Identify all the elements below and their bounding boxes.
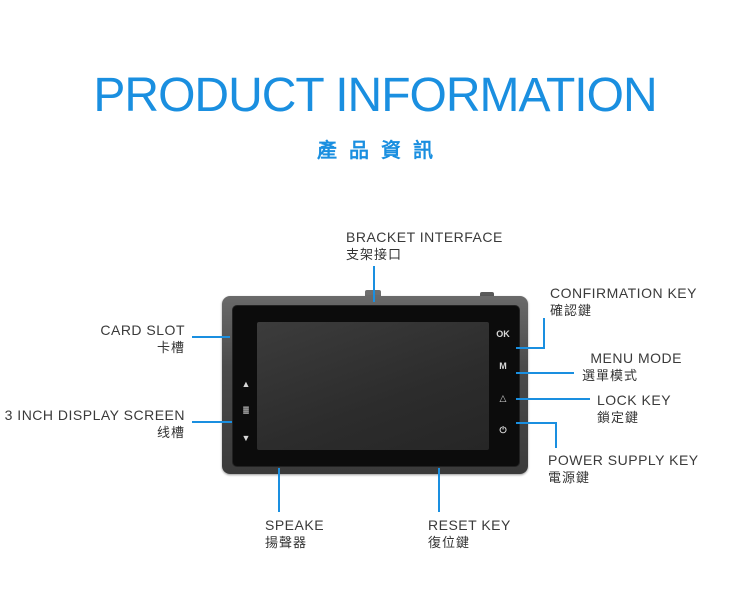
power-button: ⏻: [499, 425, 507, 435]
label-reset-zh: 復位鍵: [428, 535, 471, 550]
label-lock-zh: 鎖定鍵: [597, 410, 640, 425]
ok-button: OK: [496, 329, 510, 339]
label-power-en: POWER SUPPLY KEY: [548, 452, 699, 468]
label-lock: LOCK KEY 鎖定鍵: [597, 391, 671, 427]
label-reset-en: RESET KEY: [428, 517, 511, 533]
label-speaker-zh: 揚聲器: [265, 535, 308, 550]
line-power-h: [516, 422, 556, 424]
label-confirmation: CONFIRMATION KEY 確認鍵: [550, 284, 697, 320]
dashcam-device: OK M △ ⏻ ▲ ≣ ▼: [222, 296, 528, 474]
label-display: 3 INCH DISPLAY SCREEN 线槽: [0, 406, 185, 442]
page-title: PRODUCT INFORMATION: [93, 69, 657, 122]
menu-button: M: [499, 361, 507, 371]
line-lock: [516, 398, 590, 400]
lock-button: △: [499, 393, 507, 403]
label-speaker: SPEAKE 揚聲器: [265, 516, 324, 552]
up-arrow-icon: ▲: [241, 379, 251, 389]
line-power-v: [555, 422, 557, 448]
line-display: [192, 421, 232, 423]
label-display-en: 3 INCH DISPLAY SCREEN: [4, 407, 185, 423]
label-lock-en: LOCK KEY: [597, 392, 672, 408]
label-card-en: CARD SLOT: [100, 322, 185, 338]
label-bracket: BRACKET INTERFACE 支架接口: [346, 228, 503, 264]
label-speaker-en: SPEAKE: [265, 517, 325, 533]
label-display-zh: 线槽: [156, 425, 185, 440]
label-bracket-zh: 支架接口: [346, 247, 403, 262]
label-confirmation-zh: 確認鍵: [550, 303, 593, 318]
line-bracket: [373, 266, 375, 302]
label-bracket-en: BRACKET INTERFACE: [346, 229, 503, 245]
label-menu: MENU MODE 選單模式: [560, 349, 682, 385]
line-reset: [438, 468, 440, 512]
label-menu-en: MENU MODE: [590, 350, 682, 366]
label-confirmation-en: CONFIRMATION KEY: [550, 285, 697, 301]
line-menu: [516, 372, 574, 374]
label-reset: RESET KEY 復位鍵: [428, 516, 511, 552]
label-card: CARD SLOT 卡槽: [60, 321, 185, 357]
line-speaker: [278, 468, 280, 512]
page-subtitle: 產品資訊: [317, 140, 445, 162]
line-confirmation-v: [543, 318, 545, 348]
down-arrow-icon: ▼: [241, 433, 251, 443]
label-power-zh: 電源鍵: [548, 470, 591, 485]
line-card: [192, 336, 230, 338]
display-screen: [257, 322, 489, 450]
menu-lines-icon: ≣: [242, 405, 250, 415]
line-confirmation-h: [516, 347, 545, 349]
label-power: POWER SUPPLY KEY 電源鍵: [548, 451, 699, 487]
label-menu-zh: 選單模式: [582, 368, 639, 383]
top-button: [480, 292, 494, 298]
device-bezel: OK M △ ⏻ ▲ ≣ ▼: [232, 305, 520, 467]
label-card-zh: 卡槽: [156, 340, 185, 355]
